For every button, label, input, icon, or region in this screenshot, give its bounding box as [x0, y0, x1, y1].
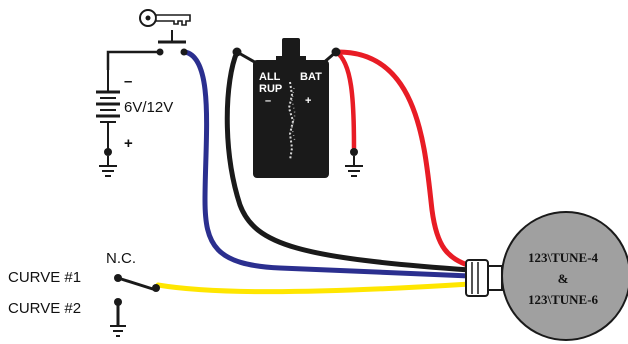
coil-left-label-line2: RUP [259, 83, 282, 95]
module-label-line1: 123\TUNE-4 [528, 250, 599, 265]
black-wire [224, 49, 473, 273]
battery-minus: – [124, 73, 132, 90]
battery-feed-wire [106, 50, 160, 70]
curve-select-switch [114, 274, 160, 326]
battery-voltage-label: 6V/12V [124, 99, 173, 116]
switch-state-label: N.C. [106, 250, 136, 267]
ignition-switch [156, 30, 188, 56]
ground-icon [345, 148, 363, 177]
red-wire-ground [333, 49, 357, 151]
coil-right-label: BAT [300, 71, 322, 83]
coil-left-label-line1: ALL [259, 71, 281, 83]
module-label-line3: 123\TUNE-6 [528, 292, 599, 307]
red-wire-module [333, 49, 473, 269]
curve1-label: CURVE #1 [8, 269, 81, 286]
ignition-module [465, 211, 628, 341]
curve2-label: CURVE #2 [8, 300, 81, 317]
module-label-line2: & [558, 271, 569, 286]
blue-wire [182, 49, 473, 279]
battery-plus: + [124, 135, 133, 152]
battery-icon [96, 70, 120, 156]
ground-icon [99, 156, 117, 177]
ignition-coil-icon [232, 38, 341, 178]
ground-icon [110, 325, 126, 337]
wires [106, 49, 473, 295]
yellow-wire [155, 281, 473, 295]
key-icon [139, 9, 191, 27]
coil-left-minus: – [265, 95, 271, 107]
coil-right-plus: + [305, 95, 311, 107]
